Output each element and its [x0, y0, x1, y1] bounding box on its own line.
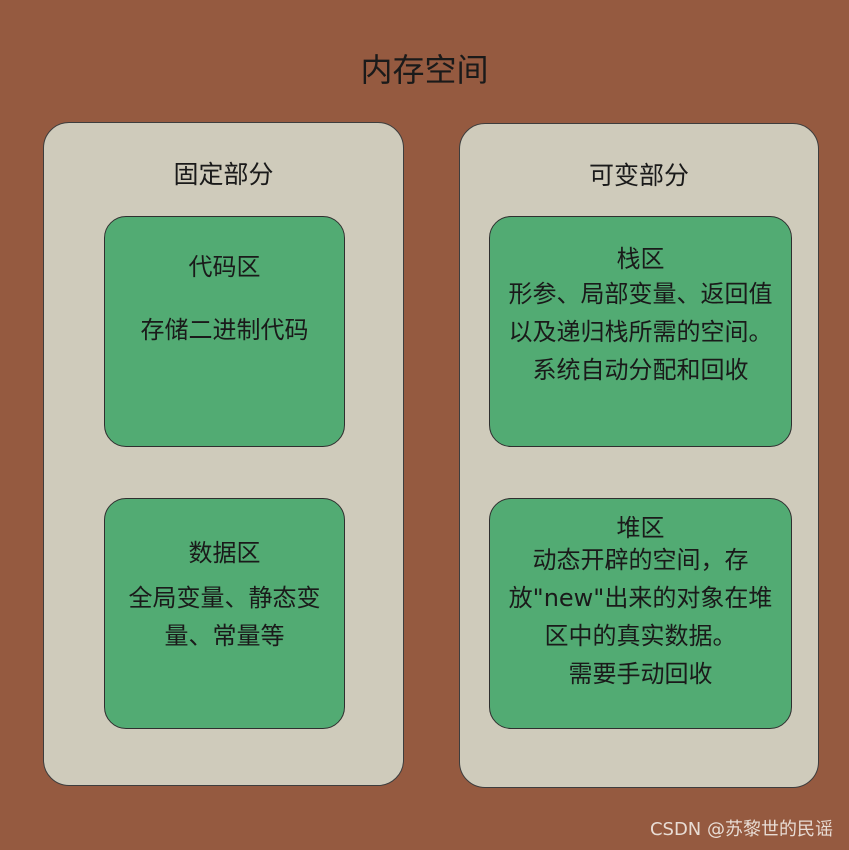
code-area-desc: 存储二进制代码 — [140, 316, 309, 344]
stack-area-title: 栈区 — [616, 245, 665, 273]
variable-part-panel: 可变部分 栈区 形参、局部变量、返回值 以及递归栈所需的空间。 系统自动分配和回… — [459, 123, 819, 788]
heap-area-box: 堆区 动态开辟的空间，存 放"new"出来的对象在堆 区中的真实数据。 需要手动… — [489, 498, 792, 729]
fixed-part-title: 固定部分 — [173, 160, 274, 189]
data-area-title: 数据区 — [188, 539, 261, 567]
code-area-box: 代码区 存储二进制代码 — [104, 216, 345, 447]
data-area-desc: 全局变量、静态变 量、常量等 — [128, 584, 321, 650]
code-area-title: 代码区 — [188, 253, 261, 281]
fixed-part-panel: 固定部分 代码区 存储二进制代码 数据区 全局变量、静态变 量、常量等 — [43, 122, 404, 786]
watermark: CSDN @苏黎世的民谣 — [649, 819, 833, 840]
stack-area-box: 栈区 形参、局部变量、返回值 以及递归栈所需的空间。 系统自动分配和回收 — [489, 216, 792, 447]
heap-area-title: 堆区 — [616, 514, 665, 542]
data-area-box: 数据区 全局变量、静态变 量、常量等 — [104, 498, 345, 729]
heap-area-desc: 动态开辟的空间，存 放"new"出来的对象在堆 区中的真实数据。 需要手动回收 — [508, 546, 773, 688]
variable-part-title: 可变部分 — [588, 161, 689, 190]
stack-area-desc: 形参、局部变量、返回值 以及递归栈所需的空间。 系统自动分配和回收 — [508, 280, 773, 384]
diagram-title: 内存空间 — [360, 51, 489, 89]
